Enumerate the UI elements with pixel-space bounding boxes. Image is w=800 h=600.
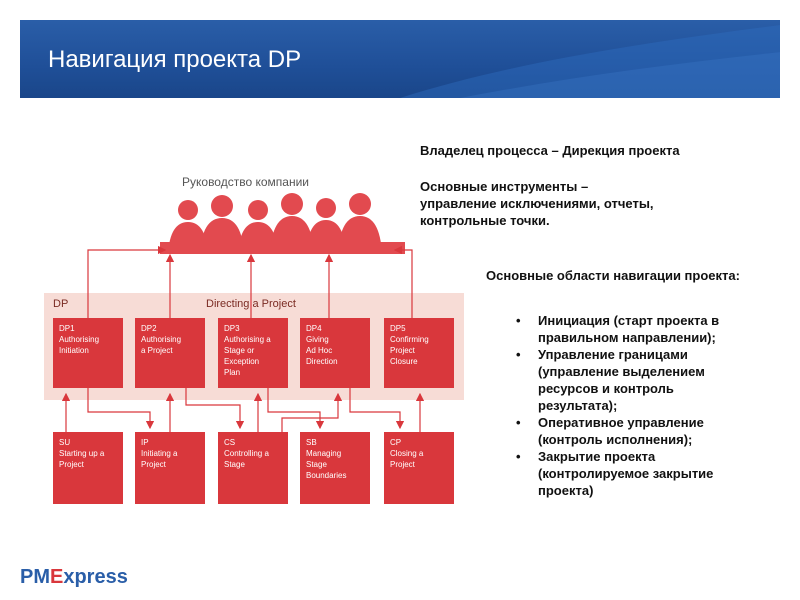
list-item: Закрытие проекта (контролируемое закрыти… xyxy=(516,448,776,499)
pmexpress-logo: PMExpress xyxy=(20,566,128,589)
cp-box: CP Closing a Project xyxy=(384,432,454,504)
main-tools-text: Основные инструменты – управление исключ… xyxy=(420,179,654,228)
dp2-box: DP2 Authorising a Project xyxy=(135,318,205,388)
cs-box: CS Controlling a Stage xyxy=(218,432,288,504)
banner-swoosh-decoration xyxy=(400,25,780,98)
process-owner-text: Владелец процесса – Дирекция проекта xyxy=(420,143,680,158)
corporate-management-silhouettes xyxy=(160,193,405,254)
logo-part-e: E xyxy=(50,566,64,588)
logo-part-pm: PM xyxy=(20,566,50,588)
list-item: Управление границами (управление выделен… xyxy=(516,346,776,414)
page-title: Навигация проекта DP xyxy=(48,46,302,73)
list-item: Инициация (старт проекта в правильном на… xyxy=(516,312,776,346)
dp4-box: DP4 Giving Ad Hoc Direction xyxy=(300,318,370,388)
navigation-areas-title: Основные области навигации проекта: xyxy=(486,268,740,283)
logo-part-xpress: xpress xyxy=(63,566,128,588)
list-item: Оперативное управление (контроль исполне… xyxy=(516,414,776,448)
title-banner: Навигация проекта DP xyxy=(20,20,780,98)
su-box: SU Starting up a Project xyxy=(53,432,123,504)
dp5-box: DP5 Confirming Project Closure xyxy=(384,318,454,388)
band-tag: DP xyxy=(53,298,69,310)
management-label: Руководство компании xyxy=(182,175,309,189)
dp3-box: DP3 Authorising a Stage or Exception Pla… xyxy=(218,318,288,388)
dp1-box: DP1 Authorising Initiation xyxy=(53,318,123,388)
sb-box: SB Managing Stage Boundaries xyxy=(300,432,370,504)
navigation-areas-list: Инициация (старт проекта в правильном на… xyxy=(516,312,776,499)
ip-box: IP Initiating a Project xyxy=(135,432,205,504)
